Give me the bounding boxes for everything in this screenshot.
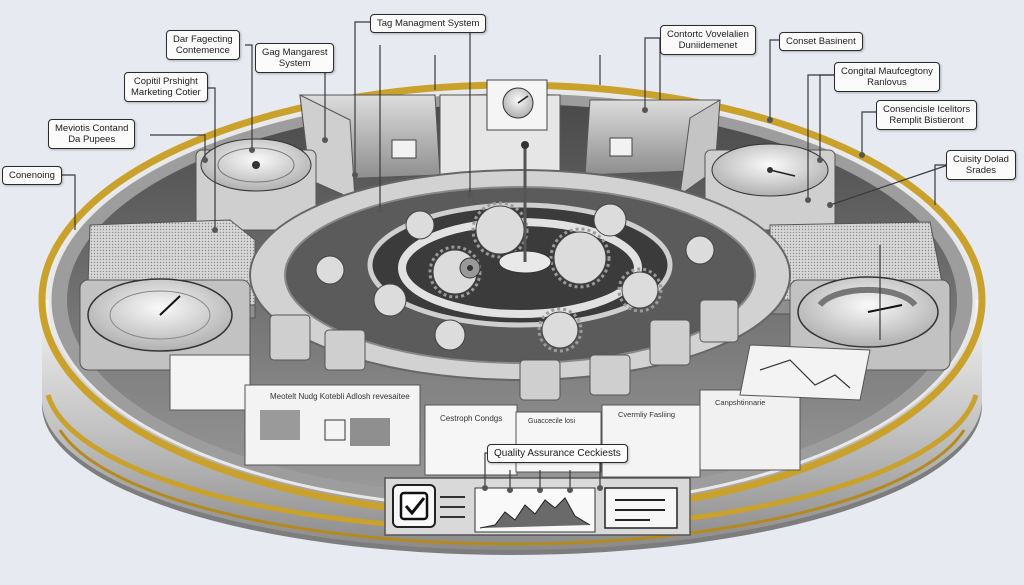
callout-text: System [278, 58, 311, 69]
document-stack [169, 344, 871, 478]
doc-title-right: Cvermliy Fasliing [618, 410, 676, 419]
callout-text: Conenoing [9, 170, 55, 181]
callout-text: Contemence [175, 45, 230, 56]
gear-icon [459, 257, 481, 279]
callout-congital: Congital Maufcegtony Ranlovus [834, 62, 940, 92]
left-gauge-module [195, 138, 317, 231]
callout-content-vovelation: Contortc Vovelalien Duniidemenet [660, 25, 756, 55]
callout-conenoing: Conenoing [2, 166, 62, 185]
callout-text: Contortc Vovelalien [667, 29, 749, 40]
callout-text: Consencisle Icelitors [883, 104, 971, 115]
callout-text: Ranlovus [867, 77, 907, 88]
callout-text: Da Pupees [68, 134, 116, 145]
callout-text: Marketing Cotier [131, 87, 201, 98]
callout-tag-management-left: Gag Mangarest System [255, 43, 335, 73]
callout-text: Duniidemenet [678, 40, 738, 51]
leader-dots [202, 107, 865, 493]
callout-data-fragment: Dar Fagecting Contemence [166, 30, 240, 60]
callout-text: Quality Assurance Ceckiests [494, 448, 621, 459]
doc-title-center: Cestroph Condgs [440, 414, 503, 423]
callout-text: Conset Basinent [786, 36, 856, 47]
right-gauge-module [704, 143, 836, 231]
callout-conset-basinent: Conset Basinent [779, 32, 863, 51]
callout-text: Dar Fagecting [173, 34, 233, 45]
callout-qa-checklists: Quality Assurance Ceckiests [487, 444, 628, 463]
front-right-dial [789, 276, 951, 371]
callout-quality-dolad: Cuisity Dolad Srades [946, 150, 1016, 180]
doc-title-left: Meotelt Nudg Kotebli Adlosh revesaitee [270, 392, 410, 401]
doc-title-far-right: Canpshtinnarie [715, 398, 766, 407]
callout-text: Copitil Prshight [133, 76, 198, 87]
callout-copilot: Copitil Prshight Marketing Cotier [124, 72, 208, 102]
callout-meviotis: Meviotis Contand Da Pupees [48, 119, 136, 149]
callout-consencisle: Consencisle Icelitors Remplit Bistieront [876, 100, 978, 130]
callout-text: Congital Maufcegtony [841, 66, 933, 77]
callout-text: Meviotis Contand [55, 123, 129, 134]
gauge-icon [252, 161, 260, 169]
callout-text: Remplit Bistieront [889, 115, 964, 126]
callout-text: Srades [965, 165, 997, 176]
callout-tag-management-top: Tag Managment System [370, 14, 487, 33]
front-left-dial [79, 278, 251, 371]
doc-title-small: Guaccecile losi [528, 418, 576, 425]
line-chart-icon [479, 497, 591, 529]
central-mechanism [249, 141, 791, 401]
back-panels [299, 79, 721, 201]
front-control-panel [384, 477, 691, 536]
callout-text: Cuisity Dolad [953, 154, 1009, 165]
checkbox-icon [399, 491, 429, 521]
callout-text: Gag Mangarest [262, 47, 328, 58]
callout-text: Tag Managment System [377, 18, 480, 29]
